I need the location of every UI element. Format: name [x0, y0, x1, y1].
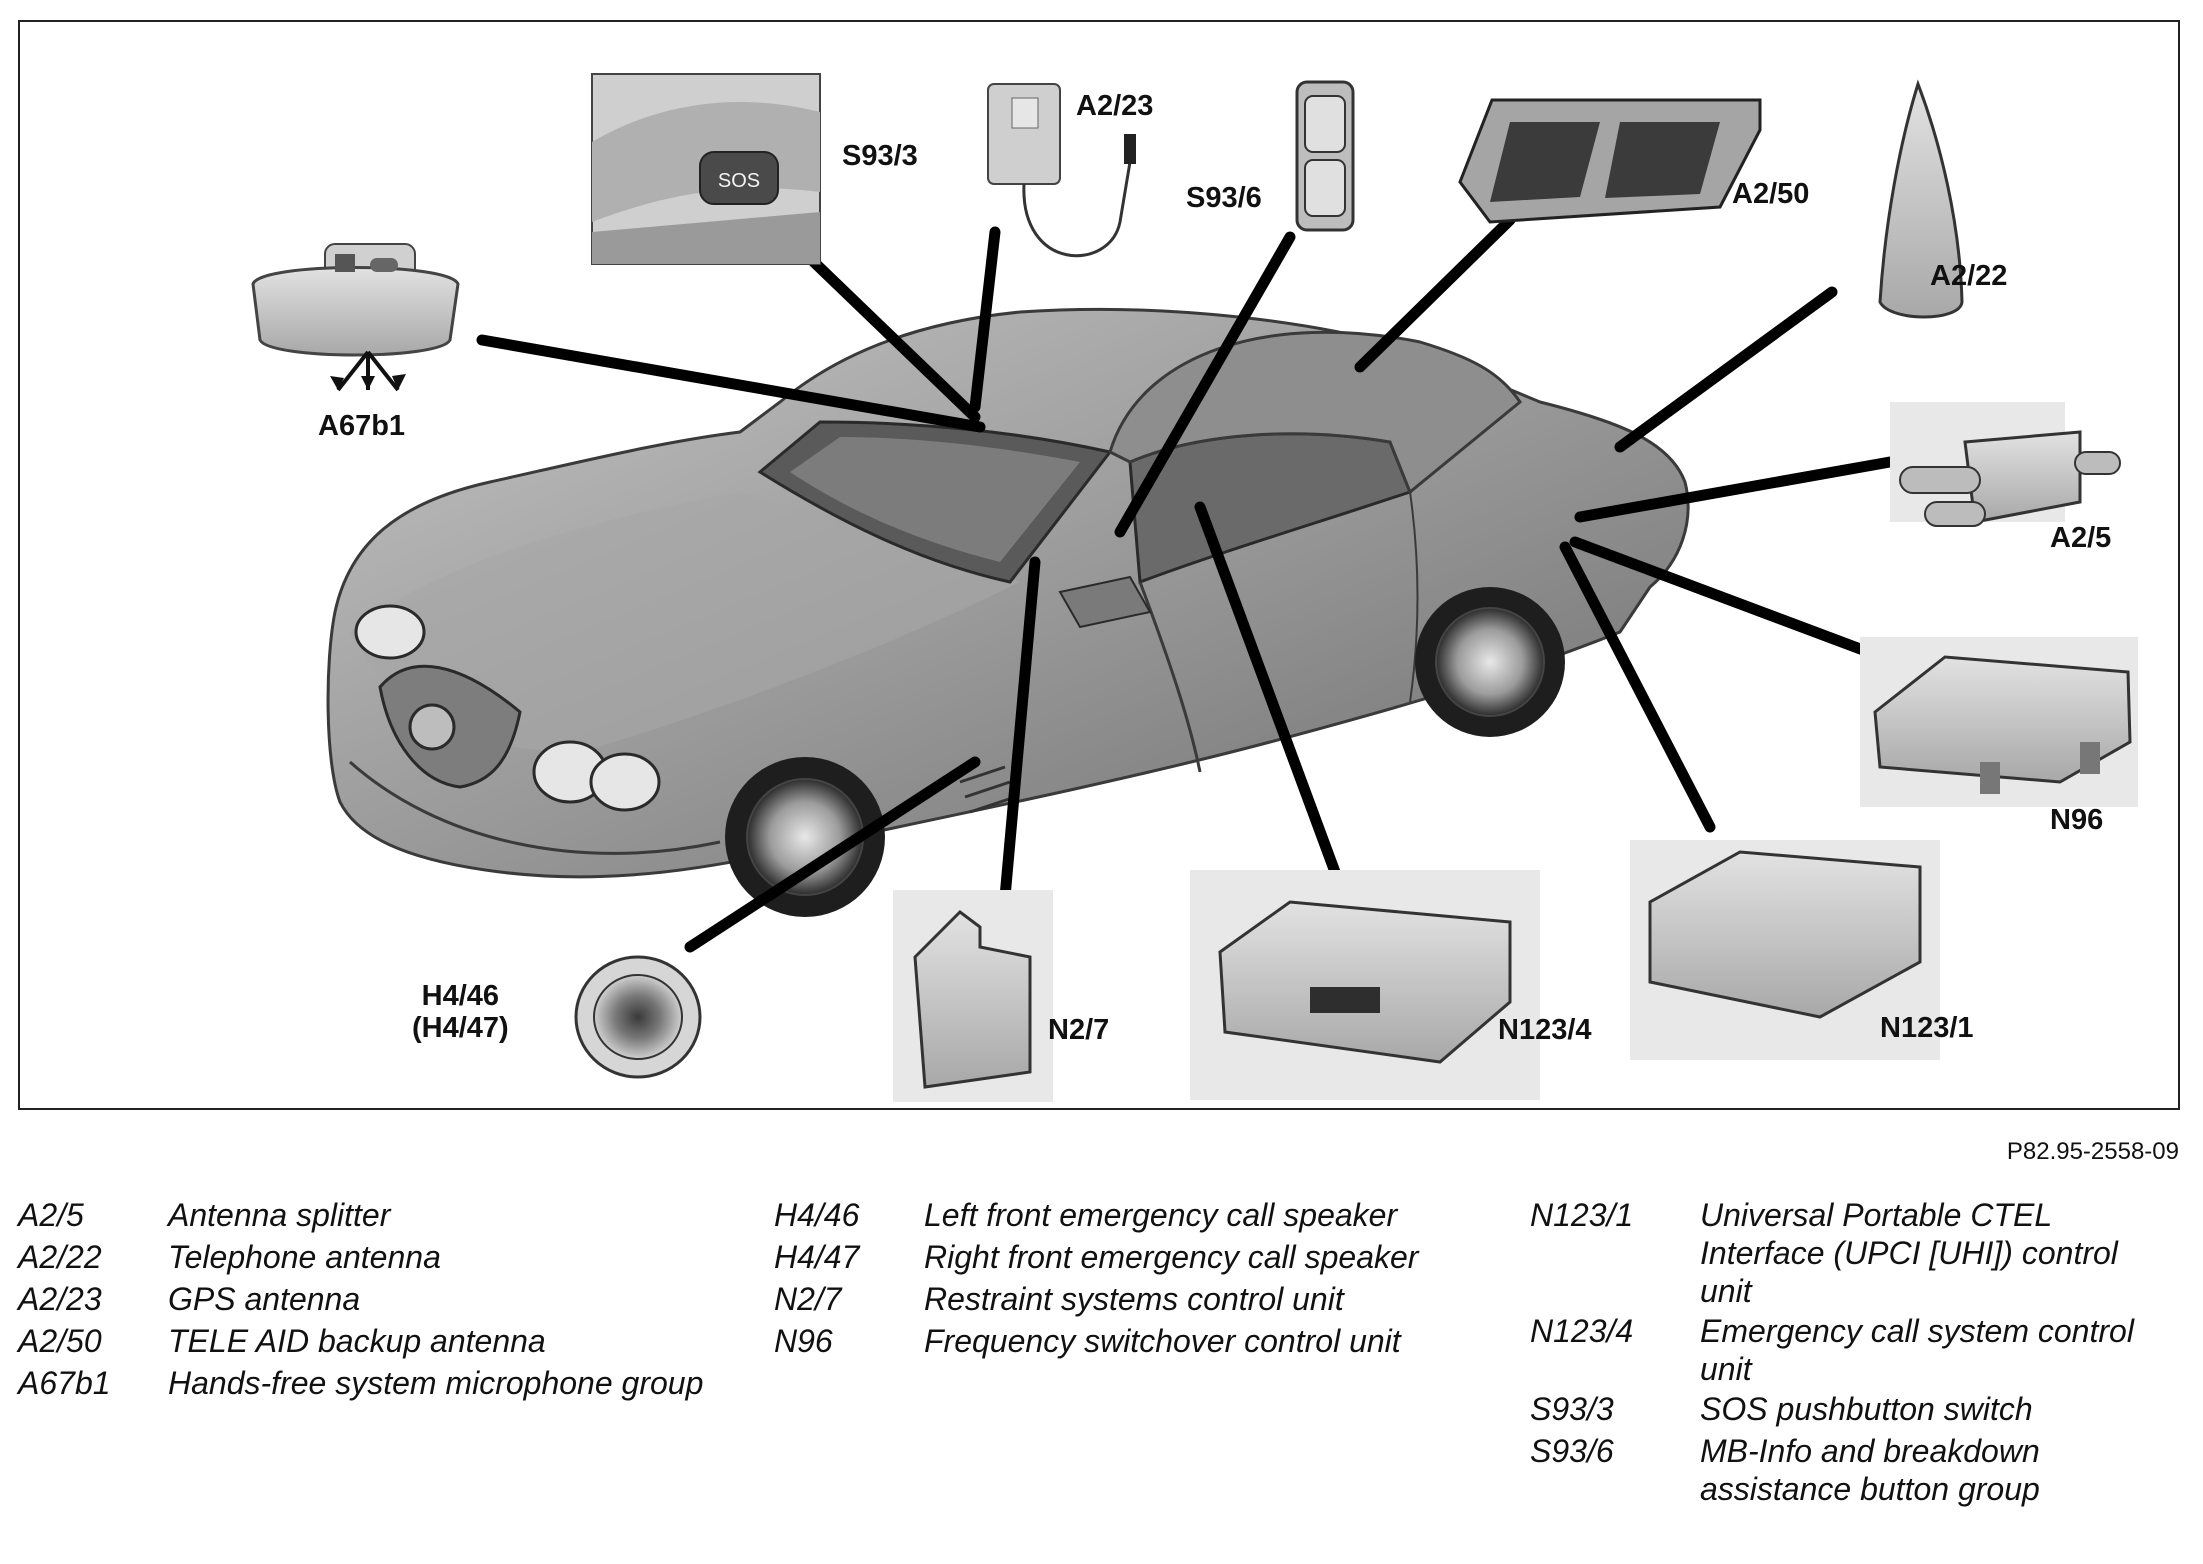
n123-4-control-unit-picture — [1190, 870, 1540, 1100]
legend-row: H4/46 Left front emergency call speaker — [774, 1194, 1484, 1236]
leader-a2-50 — [1354, 214, 1516, 373]
legend-row: N123/1 Universal Portable CTEL Interface … — [1530, 1194, 2170, 1310]
callout-a67b1: A67b1 — [318, 410, 406, 442]
callout-a2-23: A2/23 — [1076, 90, 1154, 122]
legend-code: A2/23 — [18, 1281, 102, 1317]
legend-row: A67b1 Hands-free system microphone group — [18, 1362, 728, 1404]
callout-h4-47-label: (H4/47) — [412, 1012, 509, 1044]
n123-1-control-unit-picture — [1630, 840, 1940, 1060]
legend-description: Universal Portable CTEL Interface (UPCI … — [1700, 1197, 2118, 1309]
legend-column-3: N123/1 Universal Portable CTEL Interface … — [1530, 1194, 2170, 1508]
car-emblem — [408, 703, 456, 751]
legend-code: N2/7 — [774, 1281, 842, 1317]
callout-h4-46: H4/46 (H4/47) — [412, 980, 509, 1044]
callout-n123-4: N123/4 — [1498, 1014, 1592, 1046]
callout-s93-3: S93/3 — [842, 140, 918, 172]
legend-description: SOS pushbutton switch — [1700, 1391, 2033, 1427]
legend-code: A67b1 — [18, 1365, 111, 1401]
a2-50-backup-antenna-picture — [1458, 98, 1762, 224]
legend-row: A2/5 Antenna splitter — [18, 1194, 728, 1236]
callout-a2-5: A2/5 — [2050, 522, 2112, 554]
legend-row: A2/22 Telephone antenna — [18, 1236, 728, 1278]
legend-description: Antenna splitter — [168, 1197, 391, 1233]
leader-a2-23 — [969, 226, 1001, 413]
a2-23-gps-antenna-picture — [987, 83, 1136, 258]
legend-description: MB-Info and breakdown assistance button … — [1700, 1433, 2040, 1507]
a67b1-microphone-group-picture — [251, 243, 460, 392]
leader-n123-1 — [1559, 541, 1716, 833]
a2-5-antenna-splitter-picture — [1890, 402, 2121, 527]
leader-a2-5 — [1574, 456, 1896, 523]
callout-h4-46-label: H4/46 — [421, 980, 500, 1012]
callout-a2-50: A2/50 — [1732, 178, 1810, 210]
legend-description: Left front emergency call speaker — [924, 1197, 1398, 1233]
legend-description: Right front emergency call speaker — [924, 1239, 1419, 1275]
h4-46-speaker-picture — [574, 955, 702, 1079]
figure-id: P82.95-2558-09 — [2006, 1138, 2179, 1165]
s93-6-button-group-picture — [1295, 80, 1355, 232]
leader-s93-6 — [1114, 231, 1296, 538]
callout-s93-6: S93/6 — [1186, 182, 1262, 214]
legend-row: H4/47 Right front emergency call speaker — [774, 1236, 1484, 1278]
sos-button — [699, 151, 779, 205]
legend-row: S93/3 SOS pushbutton switch — [1530, 1388, 2170, 1430]
leader-a67b1 — [476, 334, 986, 433]
legend-code: H4/47 — [774, 1239, 860, 1275]
a2-22-telephone-antenna-picture — [1878, 79, 1964, 319]
legend-description: Frequency switchover control unit — [924, 1323, 1401, 1359]
car-hood — [350, 492, 1020, 752]
legend-code: S93/6 — [1530, 1433, 1614, 1469]
legend-row: A2/23 GPS antenna — [18, 1278, 728, 1320]
legend-code: A2/50 — [18, 1323, 102, 1359]
legend-code: N96 — [774, 1323, 833, 1359]
sos-button-text: SOS — [718, 170, 760, 192]
legend-description: Telephone antenna — [168, 1239, 441, 1275]
leader-a2-22 — [1614, 286, 1838, 453]
legend-description: Emergency call system control unit — [1700, 1313, 2134, 1387]
car-mirror — [1058, 575, 1152, 629]
legend-row: N96 Frequency switchover control unit — [774, 1320, 1484, 1362]
legend-code: N123/1 — [1530, 1197, 1634, 1233]
callout-a2-22: A2/22 — [1930, 260, 2008, 292]
legend-row: N2/7 Restraint systems control unit — [774, 1278, 1484, 1320]
callout-n96: N96 — [2050, 804, 2104, 836]
n96-control-unit-picture — [1860, 637, 2138, 807]
legend-description: Restraint systems control unit — [924, 1281, 1344, 1317]
legend-code: S93/3 — [1530, 1391, 1614, 1427]
legend-description: GPS antenna — [168, 1281, 361, 1317]
car-headlight-right-b — [589, 752, 661, 812]
legend-code: A2/5 — [18, 1197, 84, 1233]
leader-n2-7 — [999, 556, 1041, 903]
diagram-frame: SOS — [18, 20, 2180, 1110]
legend-code: N123/4 — [1530, 1313, 1634, 1349]
n2-7-control-unit-picture — [893, 890, 1053, 1102]
leader-n96 — [1569, 536, 1901, 668]
legend-code: A2/22 — [18, 1239, 102, 1275]
legend-row: A2/50 TELE AID backup antenna — [18, 1320, 728, 1362]
car-headlight-left — [354, 604, 426, 660]
s93-3-sos-switch-picture: SOS — [591, 73, 821, 265]
component-location-diagram: SOS — [251, 73, 2138, 1102]
legend-description: Hands-free system microphone group — [168, 1365, 704, 1401]
callout-n123-1: N123/1 — [1880, 1012, 1974, 1044]
leader-h4-46 — [684, 756, 981, 953]
legend-row: S93/6 MB-Info and breakdown assistance bu… — [1530, 1430, 2170, 1508]
legend-code: H4/46 — [774, 1197, 860, 1233]
callout-n2-7: N2/7 — [1048, 1014, 1110, 1046]
leader-n123-4 — [1194, 501, 1341, 878]
legend-description: TELE AID backup antenna — [168, 1323, 546, 1359]
legend-row: N123/4 Emergency call system control unit — [1530, 1310, 2170, 1388]
